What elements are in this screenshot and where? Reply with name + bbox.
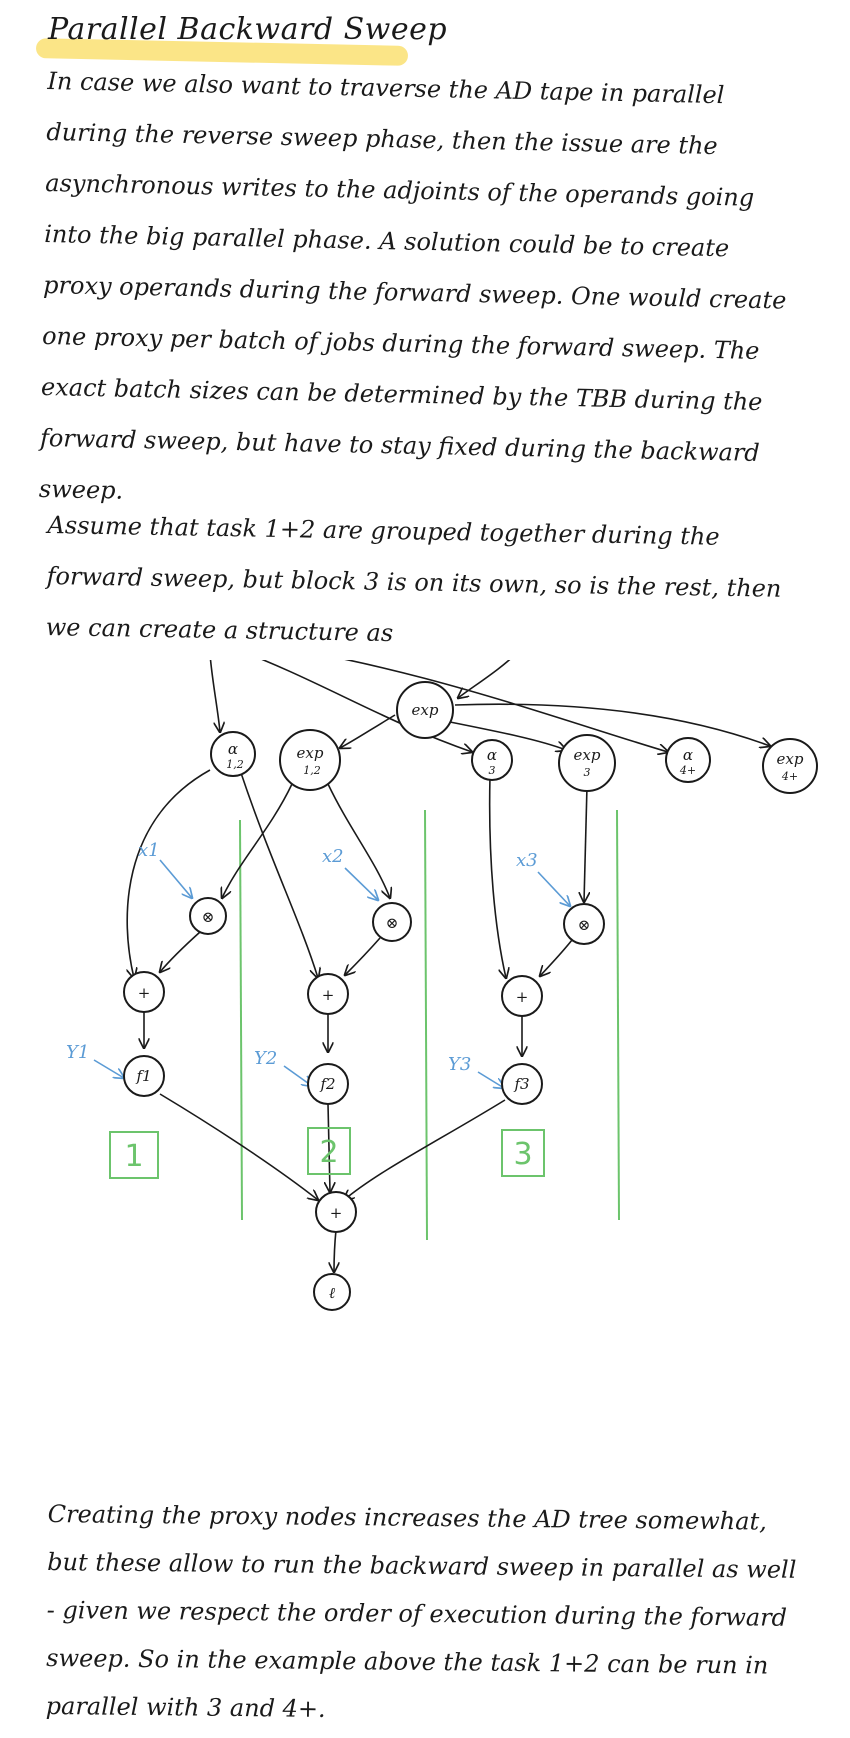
svg-text:exp: exp bbox=[297, 744, 324, 762]
node-sum: + bbox=[315, 1191, 357, 1233]
svg-text:α: α bbox=[228, 740, 238, 758]
node-f1: f1 bbox=[123, 1055, 165, 1097]
paragraph-intro: In case we also want to traverse the AD … bbox=[38, 66, 787, 505]
svg-text:1,2: 1,2 bbox=[303, 764, 321, 777]
input-y1-label: Y1 bbox=[66, 1042, 89, 1063]
arrow-y3 bbox=[477, 1071, 504, 1088]
node-alpha-3: α 3 bbox=[471, 739, 513, 781]
edge-mult3-plus3 bbox=[540, 939, 573, 976]
edge-f1-sum bbox=[159, 1093, 318, 1200]
svg-text:⊗: ⊗ bbox=[578, 916, 591, 934]
node-plus-1: + bbox=[123, 971, 165, 1013]
node-exp-3: exp 3 bbox=[558, 734, 616, 792]
node-exp: exp bbox=[396, 681, 454, 739]
edge-alpha-alpha3 bbox=[261, 660, 472, 752]
page-title: Parallel Backward Sweep bbox=[48, 12, 448, 47]
edge-alpha-alpha4 bbox=[344, 660, 668, 752]
arrow-y1 bbox=[93, 1059, 124, 1078]
paragraph-conclusion: Creating the proxy nodes increases the A… bbox=[45, 1499, 797, 1723]
svg-text:3: 3 bbox=[489, 764, 496, 777]
svg-text:α: α bbox=[683, 746, 693, 764]
node-f2: f2 bbox=[307, 1063, 349, 1105]
svg-text:+: + bbox=[330, 1204, 343, 1222]
svg-text:ℓ: ℓ bbox=[329, 1284, 335, 1302]
node-alpha-1-2: α 1,2 bbox=[210, 731, 256, 777]
node-plus-3: + bbox=[501, 975, 543, 1017]
input-y3-label: Y3 bbox=[448, 1054, 471, 1075]
node-exp-1-2: exp 1,2 bbox=[279, 729, 341, 791]
separator-line-2 bbox=[424, 809, 428, 1241]
svg-text:exp: exp bbox=[777, 750, 804, 768]
edge-beta-exp bbox=[458, 660, 511, 698]
edge-f2-sum bbox=[328, 1103, 330, 1192]
edge-exp-exp3 bbox=[449, 721, 566, 750]
svg-text:α: α bbox=[487, 746, 497, 764]
input-x2-label: x2 bbox=[322, 846, 344, 867]
svg-text:f1: f1 bbox=[135, 1067, 151, 1085]
edge-exp12-mult2 bbox=[327, 783, 390, 898]
node-multiply-1: ⊗ bbox=[189, 897, 227, 935]
edge-exp-exp12 bbox=[340, 714, 396, 748]
svg-text:exp: exp bbox=[412, 701, 439, 719]
svg-text:+: + bbox=[322, 986, 335, 1004]
svg-text:4+: 4+ bbox=[781, 770, 798, 783]
edge-exp3-mult3 bbox=[584, 785, 587, 902]
edge-sum-result bbox=[334, 1229, 336, 1272]
edge-alpha12-plus1 bbox=[127, 769, 211, 978]
svg-text:+: + bbox=[138, 984, 151, 1002]
block-label-3: 3 bbox=[501, 1129, 545, 1177]
svg-text:+: + bbox=[516, 988, 529, 1006]
node-f3: f3 bbox=[501, 1063, 543, 1105]
edge-exp12-mult1 bbox=[222, 783, 293, 898]
arrow-x2 bbox=[344, 867, 378, 900]
edge-exp-exp4 bbox=[454, 703, 770, 746]
arrow-x3 bbox=[537, 871, 570, 906]
svg-text:1: 1 bbox=[124, 1139, 143, 1174]
svg-text:exp: exp bbox=[574, 746, 601, 764]
svg-text:f3: f3 bbox=[513, 1075, 529, 1093]
node-multiply-3: ⊗ bbox=[563, 903, 605, 945]
node-result: ℓ bbox=[313, 1273, 351, 1311]
svg-text:⊗: ⊗ bbox=[386, 914, 399, 932]
block-label-1: 1 bbox=[109, 1131, 159, 1179]
svg-text:f2: f2 bbox=[319, 1075, 335, 1093]
edge-mult1-plus1 bbox=[160, 931, 201, 972]
paragraph-assumption: Assume that task 1+2 are grouped togethe… bbox=[45, 510, 782, 648]
svg-text:3: 3 bbox=[584, 766, 591, 779]
arrow-x1 bbox=[159, 859, 192, 898]
input-y2-label: Y2 bbox=[254, 1048, 277, 1069]
input-x3-label: x3 bbox=[516, 850, 538, 871]
edge-alpha12-plus2 bbox=[239, 769, 318, 978]
input-x1-label: x1 bbox=[138, 840, 160, 861]
svg-text:4+: 4+ bbox=[679, 764, 696, 777]
ad-tree-diagram: x1 x2 x3 Y1 Y2 Y3 α β exp α 1,2 exp 1,2 … bbox=[66, 660, 818, 1311]
block-label-2: 2 bbox=[307, 1127, 351, 1175]
svg-text:2: 2 bbox=[319, 1135, 338, 1170]
edge-alpha3-plus3 bbox=[488, 775, 506, 978]
node-exp-4-plus: exp 4+ bbox=[762, 738, 818, 794]
edge-alpha-alpha12 bbox=[209, 660, 220, 732]
svg-text:⊗: ⊗ bbox=[202, 908, 215, 926]
node-plus-2: + bbox=[307, 973, 349, 1015]
edge-f3-sum bbox=[344, 1099, 506, 1200]
node-multiply-2: ⊗ bbox=[372, 902, 412, 942]
edge-mult2-plus2 bbox=[345, 937, 381, 975]
edges bbox=[127, 660, 770, 1272]
batch-separators bbox=[239, 809, 620, 1241]
separator-line-3 bbox=[616, 809, 620, 1221]
svg-text:1,2: 1,2 bbox=[226, 758, 244, 771]
separator-line-1 bbox=[239, 819, 243, 1221]
node-alpha-4-plus: α 4+ bbox=[665, 737, 711, 783]
svg-text:3: 3 bbox=[513, 1137, 532, 1172]
